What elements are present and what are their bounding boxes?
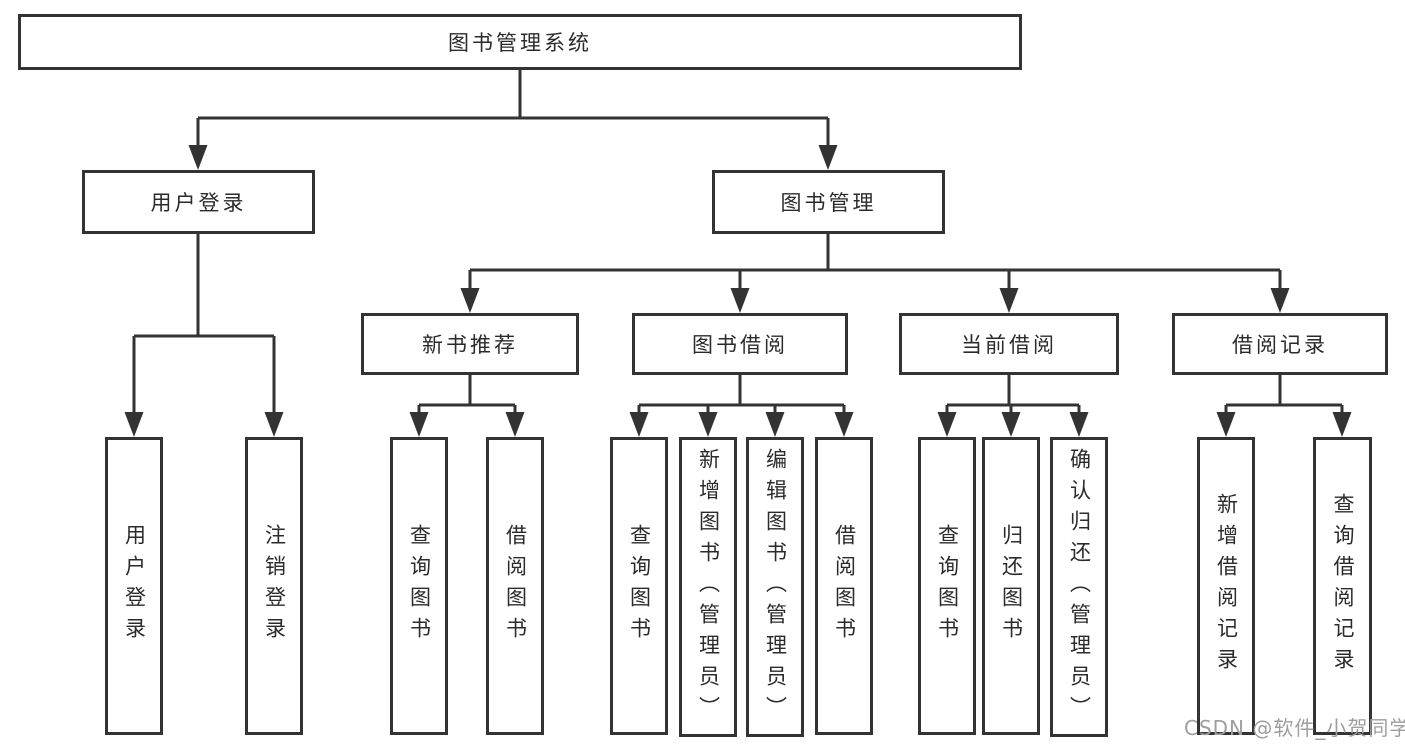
leaf-current-query-book: 查询图书 xyxy=(918,437,976,735)
node-label: 查询图书 xyxy=(407,524,432,648)
node-label: 新书推荐 xyxy=(422,333,518,357)
leaf-add-book-admin: 新增图书（管理员） xyxy=(679,437,737,737)
node-label: 确认归还（管理员） xyxy=(1067,447,1092,727)
node-borrow-records: 借阅记录 xyxy=(1172,313,1388,375)
node-label: 新增借阅记录 xyxy=(1214,493,1239,679)
node-root-library-system: 图书管理系统 xyxy=(18,14,1022,70)
connector-current-borrow-branch xyxy=(937,375,1089,437)
node-label: 查询借阅记录 xyxy=(1331,493,1355,679)
node-label: 新增图书（管理员） xyxy=(696,447,721,727)
leaf-edit-book-admin: 编辑图书（管理员） xyxy=(746,437,804,737)
connector-new-book-branch xyxy=(409,375,525,437)
leaf-return-book: 归还图书 xyxy=(982,437,1040,735)
node-label: 用户登录 xyxy=(122,524,147,648)
connector-book-mgmt-to-level3 xyxy=(460,234,1290,313)
leaf-add-borrow-record: 新增借阅记录 xyxy=(1197,437,1255,735)
node-book-management: 图书管理 xyxy=(712,170,945,234)
connector-root-to-level2 xyxy=(188,70,838,170)
node-label: 用户登录 xyxy=(150,191,247,215)
node-label: 编辑图书（管理员） xyxy=(763,447,788,727)
leaf-confirm-return-admin: 确认归还（管理员） xyxy=(1050,437,1108,737)
leaf-query-borrow-record: 查询借阅记录 xyxy=(1313,437,1372,735)
leaf-borrow-book: 借阅图书 xyxy=(815,437,873,735)
node-label: 借阅图书 xyxy=(832,524,857,648)
node-label: 查询图书 xyxy=(935,524,960,648)
node-label: 查询图书 xyxy=(627,524,652,648)
node-user-login: 用户登录 xyxy=(82,170,315,234)
node-label: 图书管理系统 xyxy=(448,31,592,55)
node-label: 当前借阅 xyxy=(961,333,1057,357)
node-current-borrow: 当前借阅 xyxy=(899,313,1119,375)
leaf-recommend-borrow-book: 借阅图书 xyxy=(486,437,544,735)
leaf-user-login: 用户登录 xyxy=(105,437,163,735)
node-label: 借阅记录 xyxy=(1232,333,1328,357)
node-label: 注销登录 xyxy=(262,524,287,648)
leaf-recommend-query-book: 查询图书 xyxy=(390,437,448,735)
connector-borrow-records-branch xyxy=(1216,375,1352,437)
node-label: 归还图书 xyxy=(999,524,1024,648)
node-label: 图书借阅 xyxy=(692,333,788,357)
connector-book-borrow-branch xyxy=(629,375,854,437)
leaf-logout: 注销登录 xyxy=(245,437,303,735)
connector-user-login-branch xyxy=(124,234,284,437)
node-new-book-recommend: 新书推荐 xyxy=(361,313,579,375)
csdn-watermark: CSDN @软件_小贺同学 xyxy=(1184,716,1405,740)
node-label: 借阅图书 xyxy=(503,524,528,648)
node-book-borrow: 图书借阅 xyxy=(632,313,848,375)
node-label: 图书管理 xyxy=(780,191,877,215)
leaf-borrow-query-book: 查询图书 xyxy=(610,437,668,735)
